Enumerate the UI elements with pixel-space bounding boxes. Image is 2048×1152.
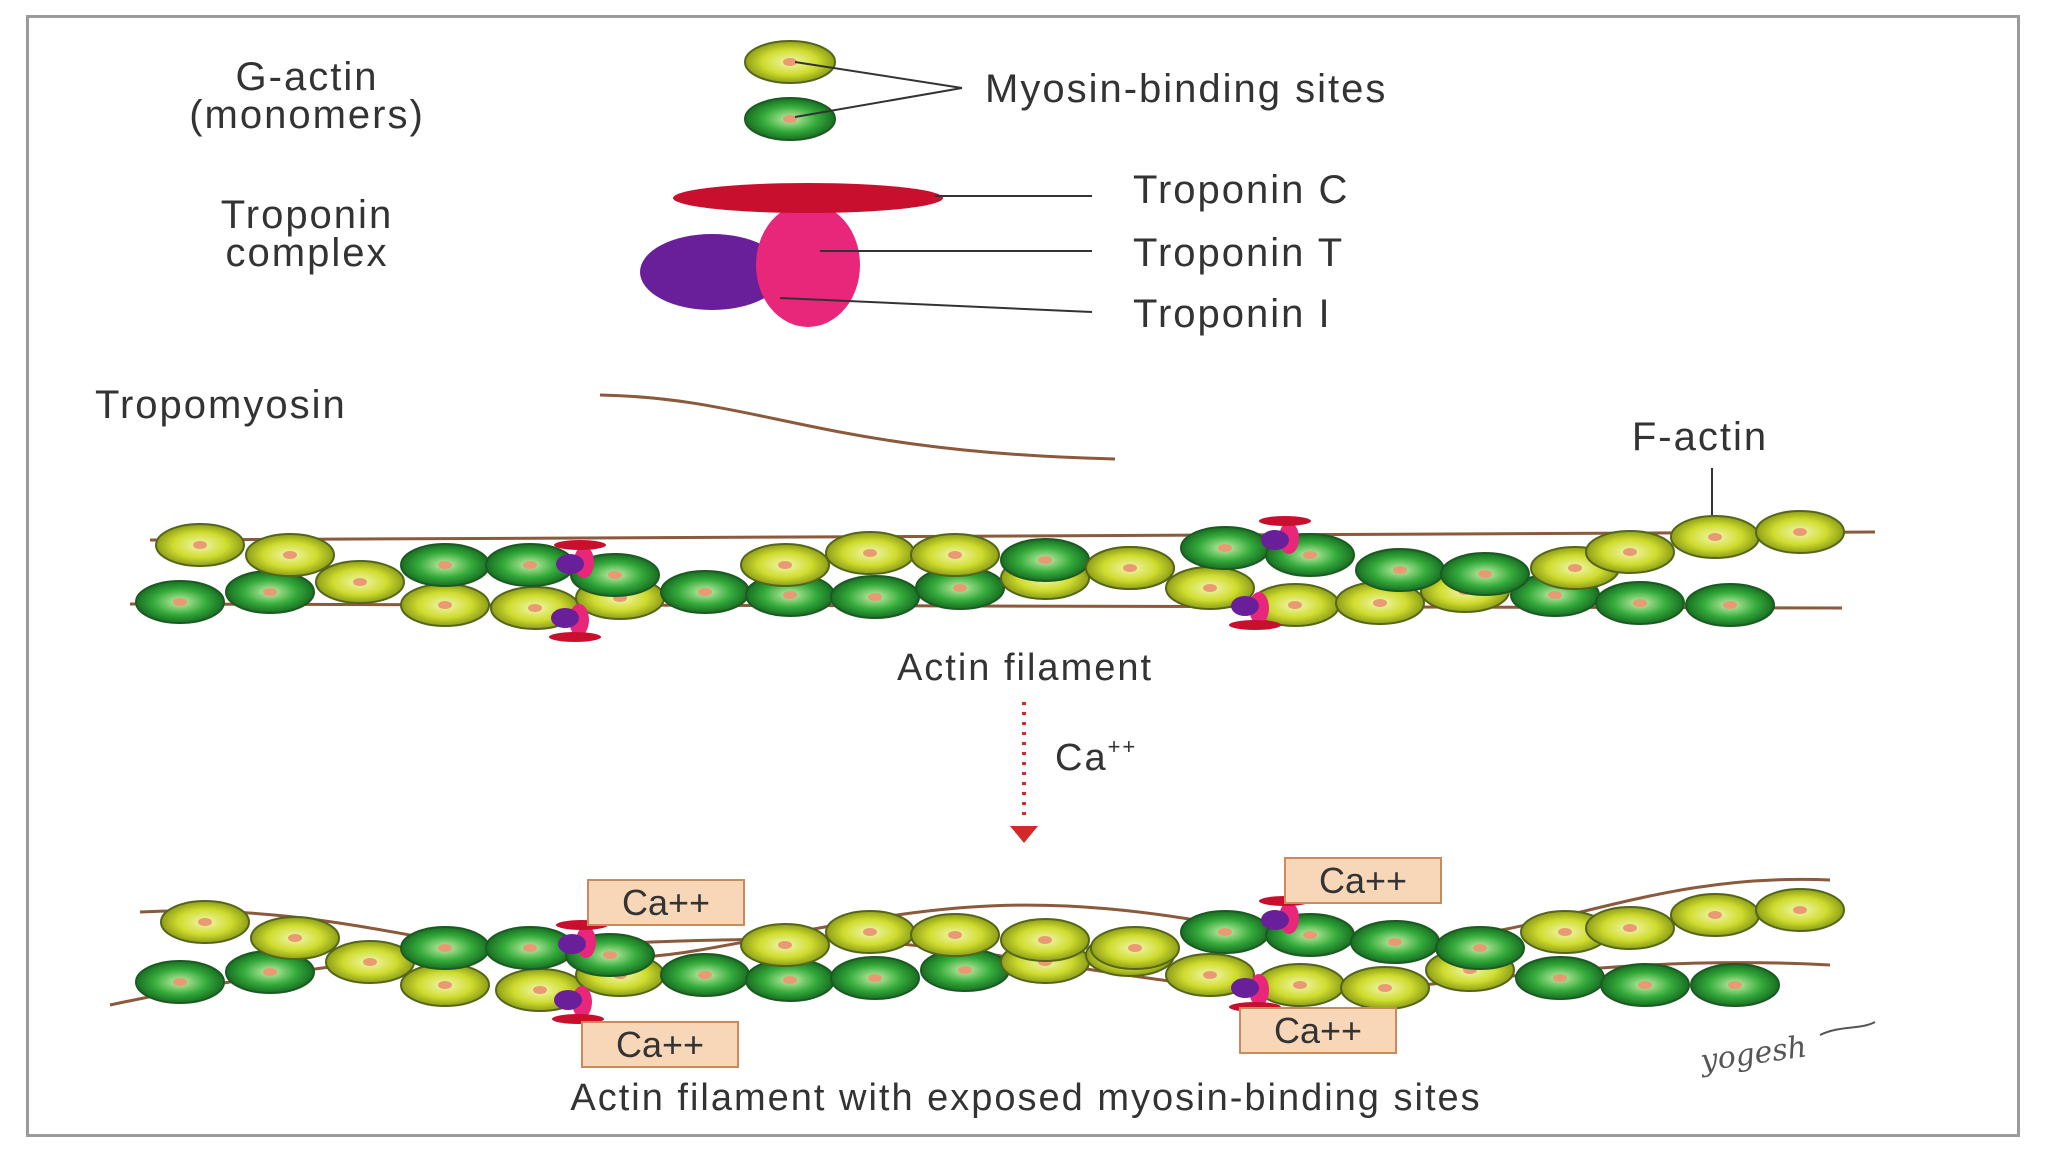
actin-monomer-light	[1000, 918, 1090, 962]
actin-monomer-light	[740, 543, 830, 587]
actin-monomer-dark	[135, 960, 225, 1004]
troponin-complex-on-filament	[1259, 516, 1311, 554]
actin-monomer-dark	[1600, 963, 1690, 1007]
calcium-box-bottom-right: Ca++	[1239, 1007, 1397, 1054]
tropomyosin-label: Tropomyosin	[95, 383, 347, 427]
actin-monomer-light	[1670, 893, 1760, 937]
actin-monomer-dark	[1180, 526, 1270, 570]
actin-monomer-light	[1585, 906, 1675, 950]
actin-monomer-dark	[485, 543, 575, 587]
actin-monomer-light	[1755, 510, 1845, 554]
actin-monomer-dark	[1690, 963, 1780, 1007]
actin-monomer-dark	[660, 953, 750, 997]
actin-monomer-light	[400, 583, 490, 627]
tropomyosin-strand	[599, 393, 1116, 461]
actin-monomer-light	[1340, 966, 1430, 1010]
troponin-c-label: Troponin C	[1133, 168, 1349, 212]
actin-monomer-light	[1165, 566, 1255, 610]
actin-monomer-dark	[400, 926, 490, 970]
actin-filament-label: Actin filament	[897, 647, 1153, 689]
actin-monomer-dark	[1595, 581, 1685, 625]
g-actin-label: G-actin	[236, 55, 379, 99]
actin-monomer-light	[250, 916, 340, 960]
tropomyosin-strand-upper	[149, 530, 1876, 542]
actin-monomer-dark	[1685, 583, 1775, 627]
actin-monomer-dark	[830, 956, 920, 1000]
myosin-binding-sites-label: Myosin-binding sites	[985, 67, 1387, 111]
troponin-complex-on-filament	[556, 920, 608, 958]
actin-monomer-dark	[135, 580, 225, 624]
actin-monomer-light	[155, 523, 245, 567]
troponin-i-label: Troponin I	[1133, 292, 1332, 336]
actin-monomer-light	[910, 533, 1000, 577]
actin-monomer-light	[740, 923, 830, 967]
actin-monomer-light	[1090, 926, 1180, 970]
actin-monomer-dark	[1435, 926, 1525, 970]
f-actin-label: F-actin	[1632, 415, 1768, 459]
actin-monomer-light	[160, 900, 250, 944]
calcium-label: Ca++	[1055, 734, 1137, 779]
actin-monomer-dark	[1180, 910, 1270, 954]
actin-monomer-dark	[660, 570, 750, 614]
troponin-t-label: Troponin T	[1133, 231, 1344, 275]
actin-monomer-dark	[485, 926, 575, 970]
actin-monomer-light	[1585, 530, 1675, 574]
actin-monomer-dark	[830, 575, 920, 619]
actin-monomer-dark	[1350, 920, 1440, 964]
troponin-t-shape	[756, 203, 860, 327]
actin-monomer-dark	[225, 570, 315, 614]
svg-text:Ca++: Ca++	[622, 882, 710, 923]
troponin-label: Troponin	[221, 193, 393, 237]
artist-signature: yogesh	[1696, 1029, 1809, 1079]
svg-text:Ca++: Ca++	[1274, 1010, 1362, 1051]
actin-monomer-light	[1255, 963, 1345, 1007]
svg-text:Ca++: Ca++	[1319, 860, 1407, 901]
calcium-box-top-left: Ca++	[587, 879, 745, 926]
troponin-complex-on-filament	[552, 986, 604, 1024]
troponin-pointer-lines	[779, 195, 1093, 313]
complex-label: complex	[226, 231, 389, 275]
actin-monomer-light	[825, 910, 915, 954]
svg-text:Ca++: Ca++	[616, 1024, 704, 1065]
troponin-complex-on-filament	[1229, 592, 1281, 630]
actin-monomer-light	[825, 531, 915, 575]
actin-filament-exposed	[109, 877, 1845, 1024]
signature-flourish	[1819, 1021, 1876, 1036]
troponin-i-shape	[640, 234, 784, 310]
g-actin-monomer-light	[744, 40, 836, 84]
actin-monomer-light	[1755, 888, 1845, 932]
myosin-binding-pointer-lines	[794, 61, 963, 118]
actin-monomer-dark	[1515, 956, 1605, 1000]
actin-monomer-light	[1670, 515, 1760, 559]
actin-monomer-light	[910, 913, 1000, 957]
actin-filament-relaxed	[129, 510, 1876, 642]
calcium-box-top-right: Ca++	[1284, 857, 1442, 904]
troponin-complex-on-filament	[554, 540, 606, 578]
calcium-box-bottom-left: Ca++	[581, 1021, 739, 1068]
exposed-filament-label: Actin filament with exposed myosin-bindi…	[570, 1077, 1481, 1119]
actin-monomer-light	[245, 533, 335, 577]
actin-monomer-light	[325, 940, 415, 984]
actin-monomer-light	[1335, 581, 1425, 625]
troponin-c-shape	[673, 183, 943, 213]
troponin-complex-shape	[640, 183, 943, 327]
g-actin-monomer-dark	[744, 97, 836, 141]
actin-monomer-light	[400, 963, 490, 1007]
actin-monomer-dark	[1355, 548, 1445, 592]
actin-monomer-light	[1085, 546, 1175, 590]
calcium-arrow	[1010, 702, 1038, 843]
monomers-label: (monomers)	[189, 93, 425, 137]
actin-monomer-dark	[1000, 538, 1090, 582]
actin-monomer-dark	[1440, 552, 1530, 596]
actin-monomer-dark	[400, 543, 490, 587]
actin-monomer-dark	[915, 566, 1005, 610]
troponin-complex-on-filament	[549, 604, 601, 642]
actin-monomer-light	[315, 560, 405, 604]
